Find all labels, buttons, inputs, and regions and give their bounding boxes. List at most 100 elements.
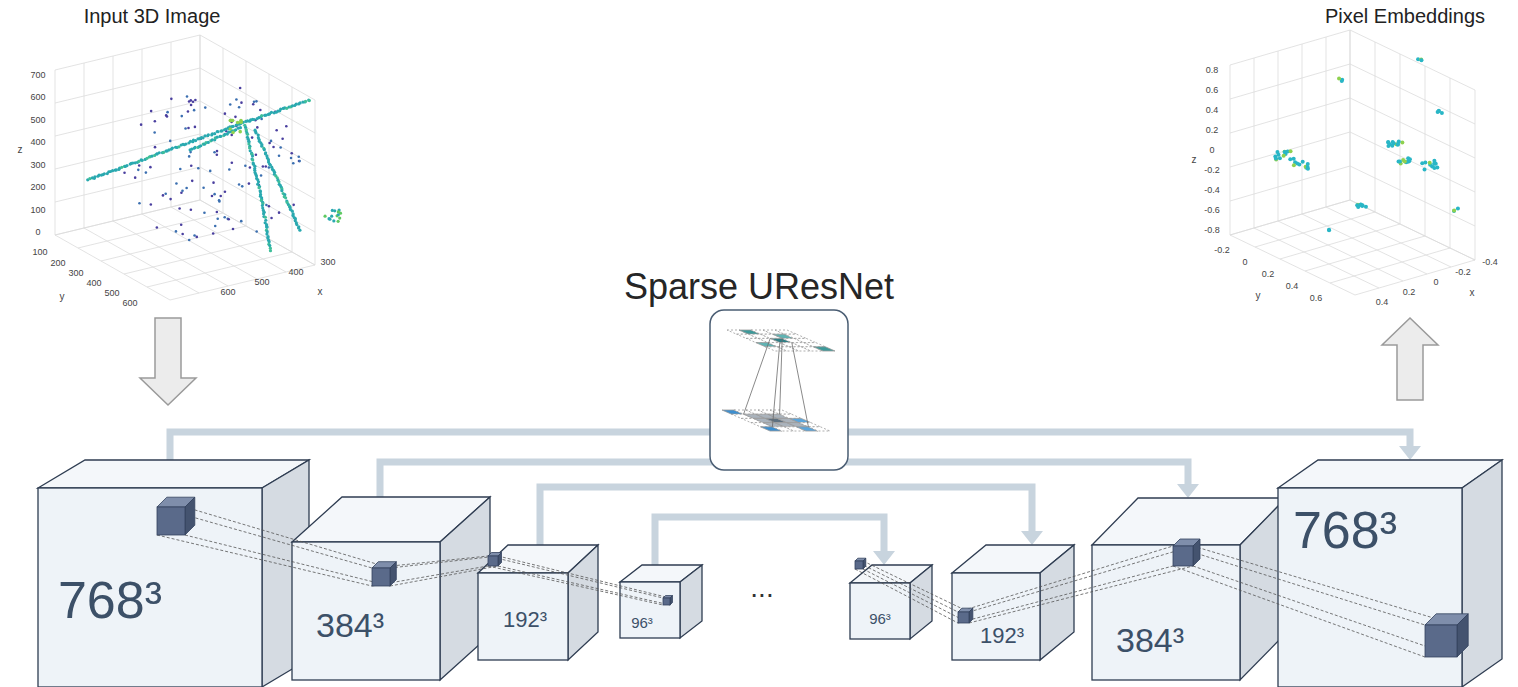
- data-point: [236, 121, 240, 125]
- connector-line: [655, 517, 884, 565]
- axis-tick: x: [318, 287, 323, 297]
- data-point: [212, 181, 215, 184]
- data-point: [281, 137, 284, 140]
- axis-tick: 0.2: [1403, 288, 1416, 297]
- data-point: [213, 193, 216, 196]
- axis-tick: -0.2: [1455, 268, 1471, 277]
- data-point: [1419, 57, 1423, 61]
- data-point: [213, 151, 216, 154]
- grid-line: [1230, 200, 1350, 235]
- grid-line: [292, 87, 293, 252]
- data-point: [213, 132, 216, 135]
- data-point: [231, 131, 235, 135]
- grid-line: [1350, 30, 1475, 90]
- arrowhead: [873, 551, 895, 565]
- data-point: [1398, 159, 1402, 163]
- data-point: [308, 99, 311, 102]
- data-point: [228, 168, 231, 171]
- grid-line: [55, 235, 170, 300]
- data-point: [189, 99, 192, 102]
- data-point: [260, 114, 263, 117]
- data-point: [209, 170, 212, 173]
- grid-line: [200, 68, 315, 133]
- data-point: [1452, 209, 1456, 213]
- feature-cube: 768³: [38, 460, 309, 687]
- data-point: [246, 133, 249, 136]
- data-point: [125, 164, 128, 167]
- grid-line: [315, 100, 316, 265]
- data-point: [1282, 154, 1286, 158]
- data-point: [297, 155, 300, 158]
- grid-line: [1330, 248, 1450, 283]
- grid-line: [1475, 90, 1476, 260]
- data-point: [120, 166, 123, 169]
- data-point: [138, 164, 141, 167]
- data-point: [191, 180, 194, 183]
- axis-tick: z: [1192, 155, 1197, 165]
- grid-line: [84, 228, 199, 293]
- axis-tick: -0.8: [1204, 226, 1220, 235]
- data-point: [240, 220, 243, 223]
- cube-side: [680, 565, 702, 638]
- data-point: [298, 160, 301, 163]
- data-point: [265, 204, 268, 207]
- data-point: [239, 120, 243, 124]
- data-point: [251, 158, 254, 161]
- data-point: [259, 189, 262, 192]
- feature-cube: 384³: [1092, 498, 1286, 680]
- data-point: [1432, 166, 1436, 170]
- data-point: [255, 100, 258, 103]
- grid-line: [1230, 65, 1231, 235]
- data-point: [184, 142, 187, 145]
- projection-line: [792, 343, 809, 427]
- grid-line: [170, 265, 315, 300]
- data-point: [259, 190, 262, 193]
- voxel-front: [1173, 546, 1193, 566]
- cube-front: [38, 488, 262, 687]
- data-point: [1436, 110, 1440, 114]
- axis-tick: 0.6: [1310, 294, 1323, 303]
- data-point: [257, 186, 260, 189]
- voxel-front: [372, 568, 390, 586]
- data-point: [1278, 156, 1282, 160]
- data-point: [264, 165, 267, 168]
- voxel-front: [1425, 625, 1457, 657]
- data-point: [290, 157, 293, 160]
- axis-tick: y: [60, 292, 65, 302]
- data-point: [278, 154, 281, 157]
- data-point: [239, 120, 243, 124]
- data-point: [304, 100, 307, 103]
- axis-tick: 300: [30, 161, 45, 170]
- data-point: [188, 239, 191, 242]
- data-point: [192, 100, 195, 103]
- cube-label: 96³: [869, 611, 891, 626]
- grid-line: [246, 61, 247, 226]
- cube-front: [620, 582, 680, 638]
- data-point: [181, 233, 184, 236]
- grid-line: [1305, 236, 1425, 271]
- data-point: [170, 147, 173, 150]
- data-point: [193, 147, 196, 150]
- grid-line: [1230, 30, 1350, 65]
- grid-line: [1230, 64, 1350, 99]
- data-point: [1274, 156, 1278, 160]
- data-point: [248, 182, 251, 185]
- grid-line: [200, 35, 201, 200]
- grid-line: [1302, 44, 1303, 214]
- grid-line: [1278, 221, 1403, 281]
- grid-line: [142, 49, 143, 214]
- grid-line: [55, 134, 200, 169]
- axis-tick: -0.6: [1204, 206, 1220, 215]
- data-point: [298, 229, 301, 232]
- voxel-side: [863, 558, 866, 569]
- data-point: [239, 126, 242, 129]
- axis-tick: 0.4: [1286, 282, 1299, 291]
- data-point: [180, 223, 183, 226]
- data-point: [103, 172, 106, 175]
- arrowhead: [1021, 531, 1043, 545]
- axis-tick: 200: [50, 259, 65, 268]
- feature-cube: 384³: [292, 497, 490, 680]
- grid-line: [55, 35, 200, 70]
- embedding-scatter-plot: [1230, 30, 1475, 295]
- data-point: [175, 182, 178, 185]
